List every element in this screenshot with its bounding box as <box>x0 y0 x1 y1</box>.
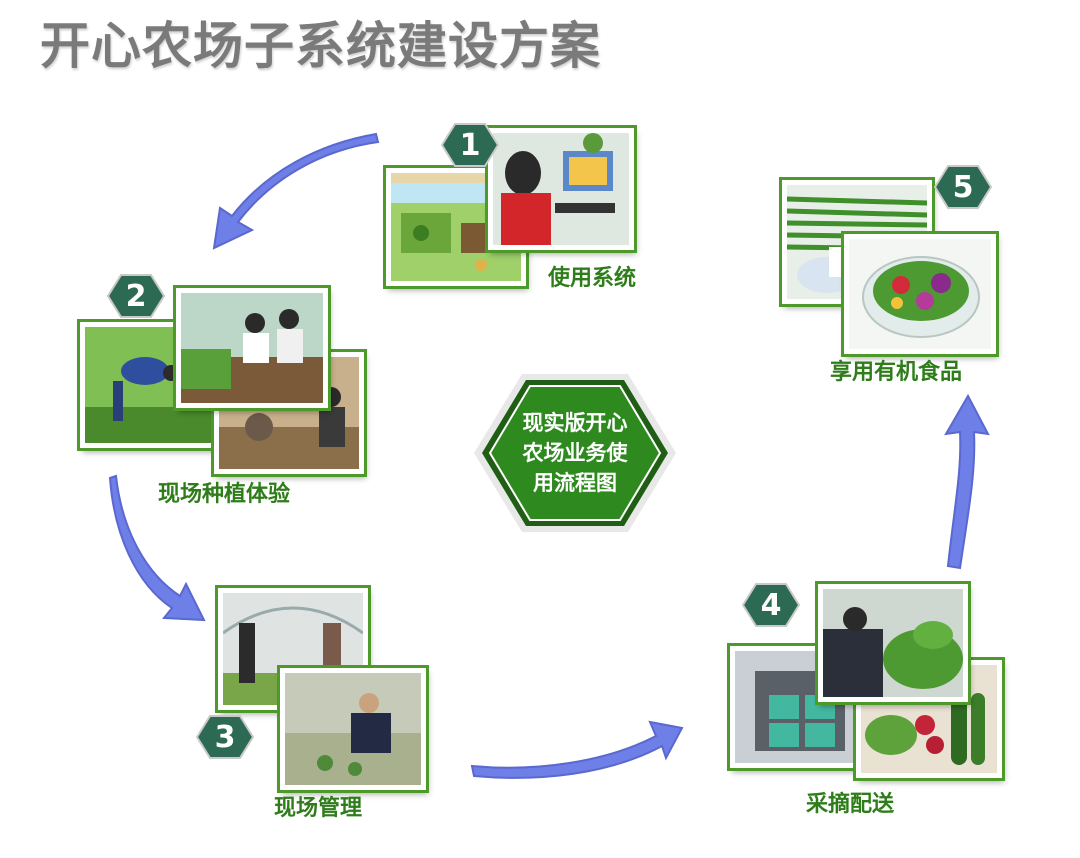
center-line-1: 现实版开心 <box>523 408 628 438</box>
step4-label: 采摘配送 <box>806 786 894 818</box>
step5-label: 享用有机食品 <box>830 354 962 386</box>
step3-badge: 3 <box>196 714 254 760</box>
step2-number: 2 <box>107 273 165 319</box>
step1-photo-computer-user <box>488 128 634 250</box>
step5-photo-salad <box>844 234 996 354</box>
center-hexagon: 现实版开心 农场业务使 用流程图 <box>472 370 678 536</box>
center-line-2: 农场业务使 <box>523 438 628 468</box>
step4-badge: 4 <box>742 582 800 628</box>
step5-badge: 5 <box>934 164 992 210</box>
step1-number: 1 <box>441 122 499 168</box>
step5-number: 5 <box>934 164 992 210</box>
step2-badge: 2 <box>107 273 165 319</box>
step4-number: 4 <box>742 582 800 628</box>
step3-photo-field-work <box>280 668 426 790</box>
page-title: 开心农场子系统建设方案 <box>40 6 601 78</box>
step2-label: 现场种植体验 <box>158 476 290 508</box>
arrow-4-to-5-icon <box>930 390 1000 570</box>
arrow-3-to-4-icon <box>466 700 686 780</box>
step3-number: 3 <box>196 714 254 760</box>
step4-photo-harvest <box>818 584 968 702</box>
center-line-3: 用流程图 <box>533 468 617 498</box>
arrow-1-to-2-icon <box>200 130 390 260</box>
step3-label: 现场管理 <box>274 790 362 822</box>
step2-photo-kids-planting <box>176 288 328 408</box>
step1-label: 使用系统 <box>548 260 636 292</box>
step1-badge: 1 <box>441 122 499 168</box>
